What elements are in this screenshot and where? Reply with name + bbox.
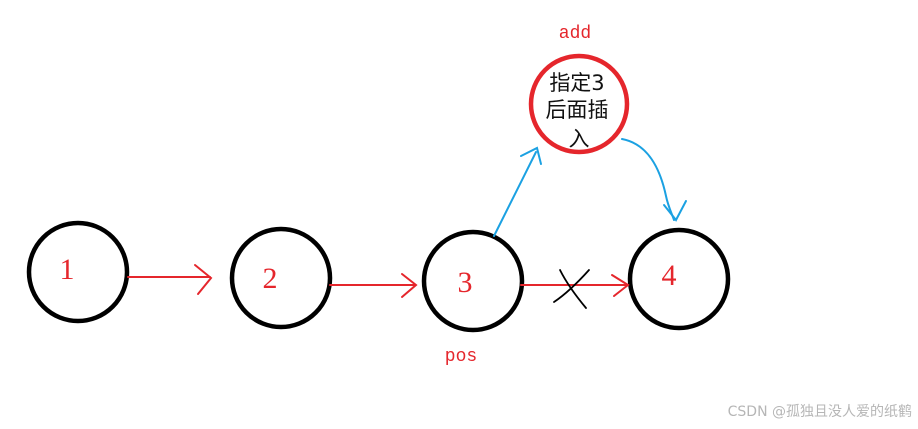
new-node-text-line-2: 后面插 <box>546 98 609 122</box>
node-2-label: 2 <box>263 262 278 295</box>
node-4-circle <box>627 227 731 331</box>
new-node-circle <box>528 53 630 155</box>
node-4-label: 4 <box>662 259 677 292</box>
pos-tag: pos <box>445 347 477 367</box>
node-2-circle <box>229 226 333 330</box>
node-4: 4 <box>627 227 731 331</box>
node-1-label: 1 <box>60 253 75 286</box>
node-3-circle <box>421 229 525 333</box>
insert-link-new-to-4 <box>621 138 687 222</box>
insert-link-3-to-new <box>493 146 542 237</box>
new-node: 指定3 后面插 入 <box>528 53 630 155</box>
watermark: CSDN @孤独且没人爱的纸鹤 <box>727 404 912 420</box>
node-2: 2 <box>229 226 333 330</box>
node-3-label: 3 <box>458 266 473 299</box>
link-1-to-2 <box>127 264 213 295</box>
add-tag: add <box>559 24 591 44</box>
node-1-circle <box>26 220 130 324</box>
link-2-to-3 <box>329 273 418 298</box>
node-1: 1 <box>26 220 130 324</box>
new-node-text-line-1: 指定3 <box>549 71 604 95</box>
cross-mark-icon <box>553 269 590 309</box>
node-3: 3 <box>421 229 525 333</box>
new-node-text-line-3: 入 <box>569 127 590 151</box>
